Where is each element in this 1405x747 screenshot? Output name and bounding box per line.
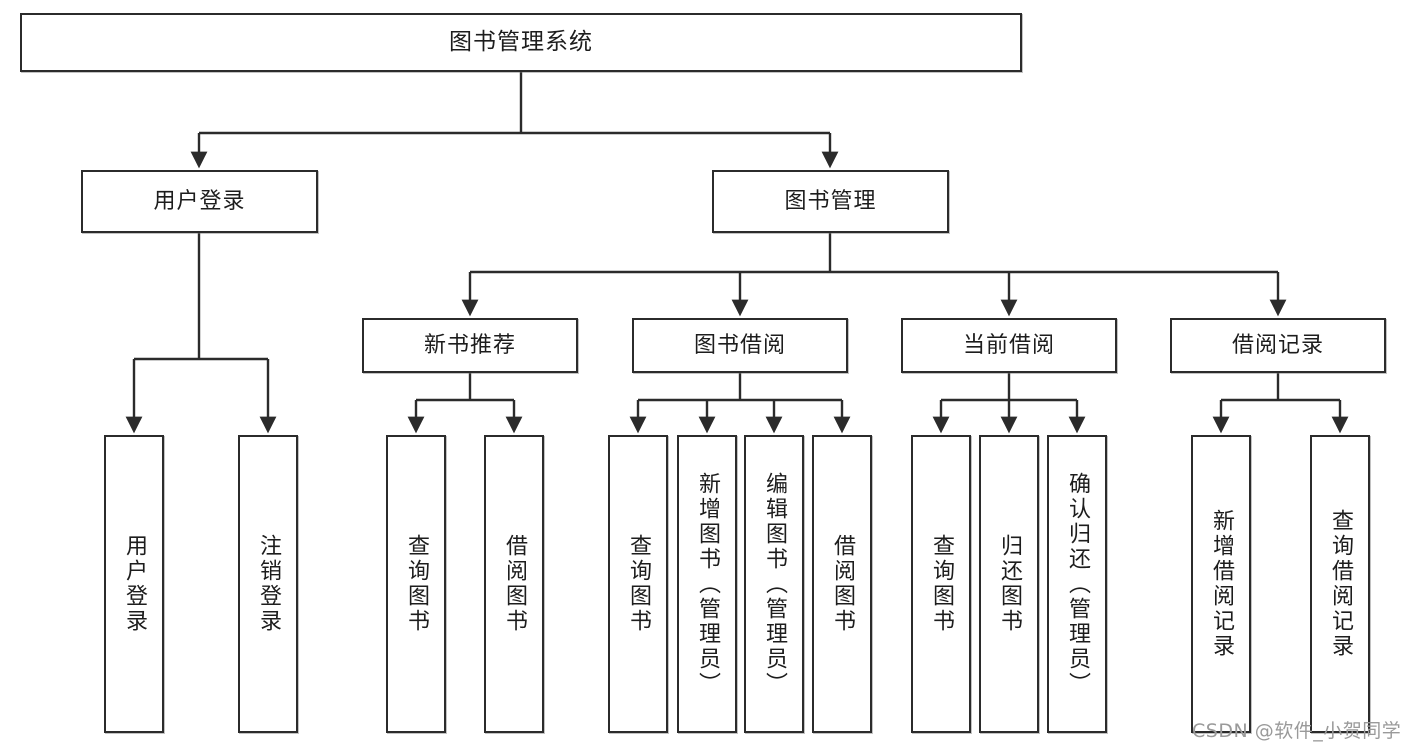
node-label: 注销登录 (256, 534, 281, 634)
node-leaf-borrow-books[interactable]: 借阅图书 (812, 435, 872, 733)
node-label: 图书管理系统 (449, 29, 593, 56)
node-label: 借阅图书 (830, 534, 855, 634)
node-label: 查询图书 (626, 534, 651, 634)
node-leaf-add-borrow-record[interactable]: 新增借阅记录 (1191, 435, 1251, 733)
node-label: 归还图书 (997, 534, 1022, 634)
node-new-book-recommend[interactable]: 新书推荐 (362, 318, 578, 373)
node-book-borrow[interactable]: 图书借阅 (632, 318, 848, 373)
node-leaf-user-login[interactable]: 用户登录 (104, 435, 164, 733)
node-leaf-return-books[interactable]: 归还图书 (979, 435, 1039, 733)
node-leaf-query-borrow-record[interactable]: 查询借阅记录 (1310, 435, 1370, 733)
node-label: 借阅记录 (1231, 332, 1324, 358)
node-label: 新增借阅记录 (1209, 509, 1234, 659)
node-label: 确认归还（管理员） (1065, 471, 1090, 697)
node-leaf-query-books-current[interactable]: 查询图书 (911, 435, 971, 733)
node-label: 编辑图书（管理员） (762, 471, 787, 697)
node-label: 用户登录 (153, 188, 246, 214)
node-current-borrow[interactable]: 当前借阅 (901, 318, 1117, 373)
node-label: 查询借阅记录 (1328, 509, 1353, 659)
node-borrow-records[interactable]: 借阅记录 (1170, 318, 1386, 373)
node-label: 借阅图书 (502, 534, 527, 634)
node-leaf-confirm-return-admin[interactable]: 确认归还（管理员） (1047, 435, 1107, 733)
node-leaf-borrow-books-recommend[interactable]: 借阅图书 (484, 435, 544, 733)
node-user-login[interactable]: 用户登录 (81, 170, 318, 233)
node-label: 用户登录 (122, 534, 147, 634)
watermark-text: CSDN @软件_小贺同学 (1192, 720, 1402, 742)
node-leaf-edit-book-admin[interactable]: 编辑图书（管理员） (744, 435, 804, 733)
node-label: 新增图书（管理员） (695, 471, 720, 697)
node-label: 当前借阅 (962, 332, 1055, 358)
node-label: 查询图书 (929, 534, 954, 634)
node-leaf-query-books-borrow[interactable]: 查询图书 (608, 435, 668, 733)
node-label: 查询图书 (404, 534, 429, 634)
node-leaf-add-book-admin[interactable]: 新增图书（管理员） (677, 435, 737, 733)
node-label: 图书借阅 (693, 332, 786, 358)
node-label: 新书推荐 (423, 332, 516, 358)
node-root-book-management-system[interactable]: 图书管理系统 (20, 13, 1022, 72)
node-label: 图书管理 (784, 188, 877, 214)
node-leaf-query-books-recommend[interactable]: 查询图书 (386, 435, 446, 733)
node-leaf-logout[interactable]: 注销登录 (238, 435, 298, 733)
node-book-management[interactable]: 图书管理 (712, 170, 949, 233)
